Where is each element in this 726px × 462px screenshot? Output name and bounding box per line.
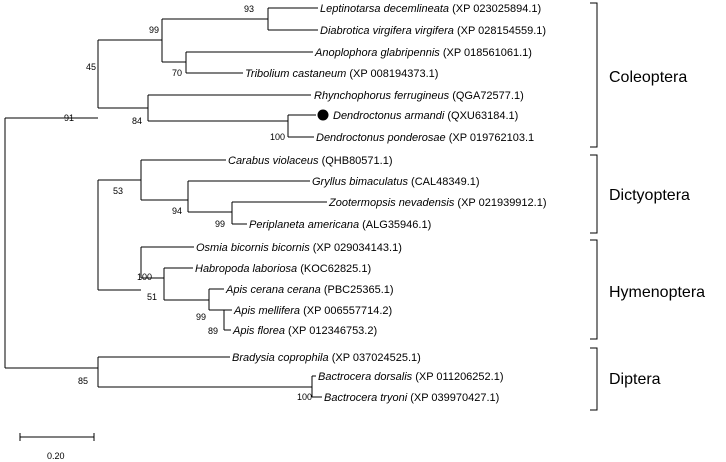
marked-taxon-dot — [317, 109, 329, 121]
taxon-label: Periplaneta americana (ALG35946.1) — [249, 219, 431, 231]
taxon-label: Apis cerana cerana (PBC25365.1) — [225, 284, 394, 296]
order-labels: Coleoptera Dictyoptera Hymenoptera Dipte… — [609, 69, 705, 388]
support-value: 100 — [297, 392, 312, 402]
bracket-diptera — [590, 347, 598, 411]
scale-bar-label: 0.20 — [47, 451, 65, 461]
support-value: 93 — [244, 4, 254, 14]
taxon-label: Apis mellifera (XP 006557714.2) — [233, 305, 392, 317]
order-brackets — [590, 2, 598, 411]
support-value: 51 — [147, 292, 157, 302]
order-label-dictyoptera: Dictyoptera — [609, 187, 690, 204]
taxon-label: Diabrotica virgifera virgifera (XP 02815… — [320, 25, 546, 37]
support-value: 70 — [172, 68, 182, 78]
taxon-label: Anoplophora glabripennis (XP 018561061.1… — [314, 47, 532, 59]
taxon-label: Zootermopsis nevadensis (XP 021939912.1) — [328, 197, 547, 209]
taxon-label: Habropoda laboriosa (KOC62825.1) — [195, 263, 371, 275]
support-value: 45 — [86, 62, 96, 72]
taxon-label: Osmia bicornis bicornis (XP 029034143.1) — [196, 242, 402, 254]
support-value: 89 — [208, 326, 218, 336]
support-value: 99 — [215, 219, 225, 229]
support-value: 91 — [64, 113, 74, 123]
taxon-label: Dendroctonus ponderosae (XP 019762103.1 — [316, 132, 534, 144]
taxon-label: Rhynchophorus ferrugineus (QGA72577.1) — [314, 90, 524, 102]
support-value: 94 — [172, 206, 182, 216]
support-value: 100 — [270, 132, 285, 142]
taxon-label: Gryllus bimaculatus (CAL48349.1) — [312, 176, 480, 188]
order-label-coleoptera: Coleoptera — [609, 69, 687, 86]
taxon-label: Tribolium castaneum (XP 008194373.1) — [245, 68, 438, 80]
taxon-labels: Leptinotarsa decemlineata (XP 023025894.… — [195, 3, 547, 404]
support-value: 100 — [137, 272, 152, 282]
taxon-label: Bactrocera tryoni (XP 039970427.1) — [324, 392, 499, 404]
bootstrap-support-values: 93 99 70 45 84 100 91 53 94 99 100 51 99… — [64, 4, 312, 402]
taxon-label: Carabus violaceus (QHB80571.1) — [228, 155, 393, 167]
order-label-diptera: Diptera — [609, 371, 661, 388]
taxon-label: Bactrocera dorsalis (XP 011206252.1) — [318, 371, 504, 383]
support-value: 99 — [196, 312, 206, 322]
scale-bar: 0.20 — [19, 433, 95, 461]
bracket-hymenoptera — [590, 239, 598, 340]
taxon-label: Bradysia coprophila (XP 037024525.1) — [232, 352, 421, 364]
bracket-coleoptera — [590, 2, 598, 148]
tree-branches — [4, 7, 327, 398]
taxon-label: Leptinotarsa decemlineata (XP 023025894.… — [320, 3, 541, 15]
support-value: 85 — [78, 376, 88, 386]
support-value: 53 — [113, 186, 123, 196]
order-label-hymenoptera: Hymenoptera — [609, 284, 705, 301]
taxon-label: Dendroctonus armandi (QXU63184.1) — [333, 110, 518, 122]
taxon-label: Apis florea (XP 012346753.2) — [232, 325, 377, 337]
bracket-dictyoptera — [590, 154, 598, 234]
support-value: 84 — [132, 116, 142, 126]
support-value: 99 — [149, 25, 159, 35]
